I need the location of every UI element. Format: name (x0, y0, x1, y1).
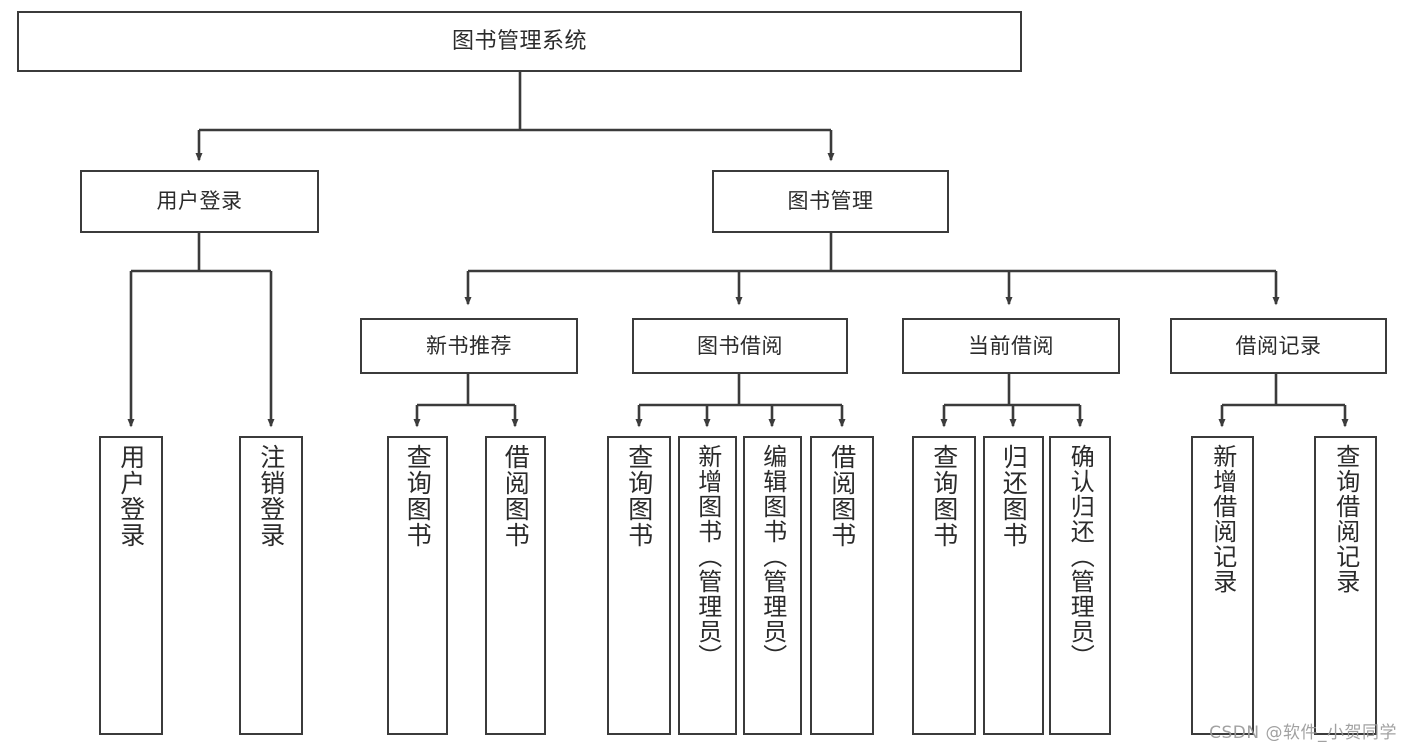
node-label: 新增图书（管理员） (693, 444, 722, 669)
node-book-borrow[interactable]: 图书借阅 (632, 318, 848, 374)
node-leaf-edit-book[interactable]: 编辑图书（管理员） (743, 436, 802, 735)
node-current-borrow[interactable]: 当前借阅 (902, 318, 1120, 374)
node-label: 借阅图书 (501, 444, 531, 548)
node-leaf-return-book[interactable]: 归还图书 (983, 436, 1044, 735)
node-label: 查询图书 (624, 444, 654, 548)
node-borrow-record[interactable]: 借阅记录 (1170, 318, 1387, 374)
node-label: 编辑图书（管理员） (758, 444, 787, 669)
node-label: 归还图书 (999, 444, 1029, 548)
node-leaf-add-book[interactable]: 新增图书（管理员） (678, 436, 737, 735)
node-leaf-query-book-1[interactable]: 查询图书 (387, 436, 448, 735)
node-new-book-recommend[interactable]: 新书推荐 (360, 318, 578, 374)
node-root-system[interactable]: 图书管理系统 (17, 11, 1022, 72)
node-user-login[interactable]: 用户登录 (80, 170, 319, 233)
node-label: 查询图书 (403, 444, 433, 548)
node-leaf-logout-login[interactable]: 注销登录 (239, 436, 303, 735)
node-label: 注销登录 (256, 444, 286, 548)
node-book-management[interactable]: 图书管理 (712, 170, 949, 233)
node-leaf-query-record[interactable]: 查询借阅记录 (1314, 436, 1377, 735)
node-label: 图书管理系统 (451, 28, 587, 54)
node-leaf-borrow-book-1[interactable]: 借阅图书 (485, 436, 546, 735)
node-label: 图书管理 (787, 189, 874, 214)
node-label: 图书借阅 (697, 333, 783, 358)
node-label: 用户登录 (156, 189, 243, 214)
node-label: 新增借阅记录 (1208, 444, 1237, 594)
node-label: 查询借阅记录 (1331, 444, 1360, 594)
node-leaf-add-record[interactable]: 新增借阅记录 (1191, 436, 1254, 735)
node-label: 用户登录 (116, 444, 146, 548)
node-leaf-user-login[interactable]: 用户登录 (99, 436, 163, 735)
node-leaf-confirm-return[interactable]: 确认归还（管理员） (1049, 436, 1111, 735)
node-leaf-query-book-3[interactable]: 查询图书 (912, 436, 976, 735)
node-label: 当前借阅 (968, 333, 1054, 358)
node-label: 借阅图书 (827, 444, 857, 548)
node-label: 查询图书 (929, 444, 959, 548)
node-leaf-borrow-book-2[interactable]: 借阅图书 (810, 436, 874, 735)
node-label: 确认归还（管理员） (1066, 444, 1095, 669)
node-label: 新书推荐 (426, 333, 512, 358)
node-label: 借阅记录 (1235, 333, 1322, 358)
watermark-text: CSDN @软件_小贺同学 (1209, 723, 1397, 743)
node-leaf-query-book-2[interactable]: 查询图书 (607, 436, 671, 735)
